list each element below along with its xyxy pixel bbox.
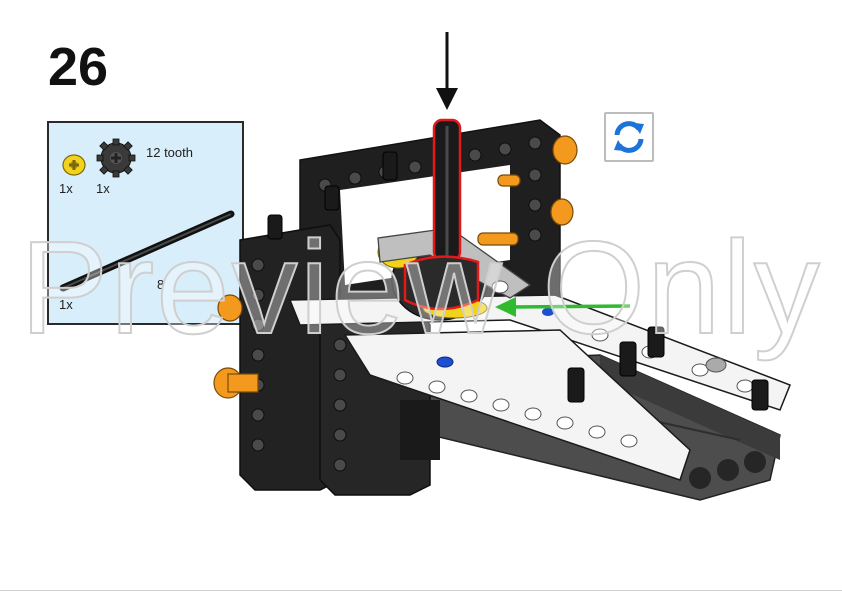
rotate-arrows-icon — [614, 121, 644, 153]
gear-label: 12 tooth — [146, 145, 193, 160]
highlighted-axle — [403, 118, 480, 311]
parts-art — [59, 138, 235, 292]
footer-divider — [0, 590, 842, 591]
axle-length: 8 — [157, 277, 165, 292]
bush-part-icon — [62, 154, 86, 176]
step-number: 26 — [48, 37, 109, 97]
insert-down-arrow — [436, 32, 458, 110]
axle-qty: 1x — [59, 297, 73, 312]
gear-qty: 1x — [96, 181, 110, 196]
rotate-model-icon — [604, 112, 654, 162]
bush-qty: 1x — [59, 181, 73, 196]
gear-part-icon — [96, 138, 136, 178]
insert-left-arrow — [495, 297, 631, 317]
parts-callout: 12 tooth 1x 1x 1x 8 — [47, 121, 244, 325]
orange-pins — [213, 135, 578, 399]
axle-part-icon — [59, 210, 235, 292]
black-pins — [267, 151, 769, 411]
